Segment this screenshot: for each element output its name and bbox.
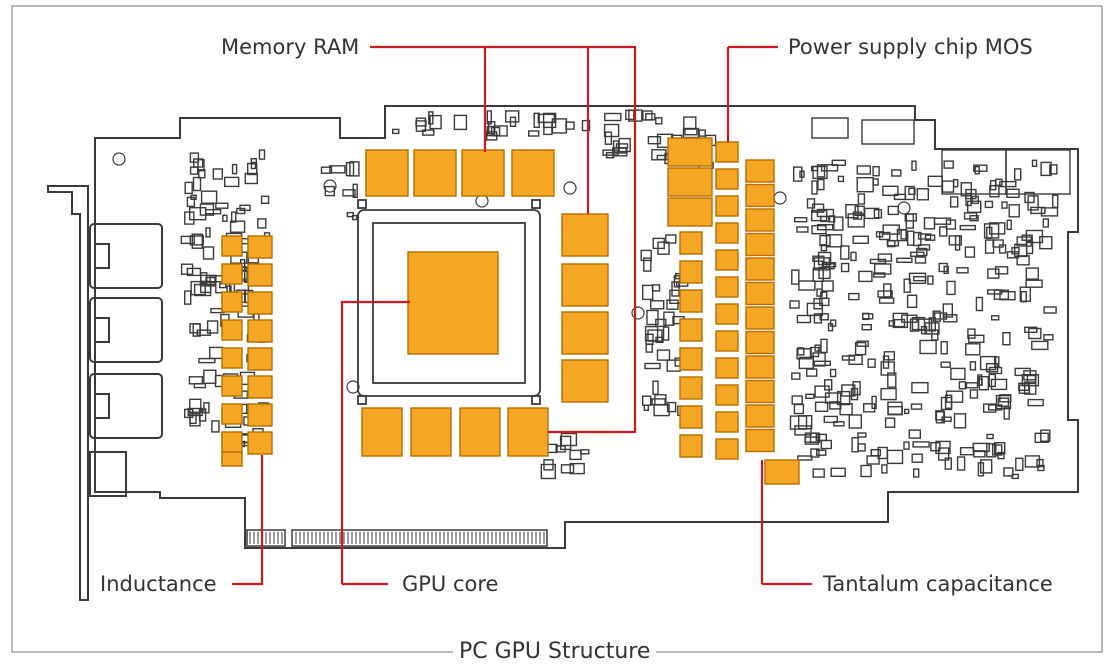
memory-chip <box>365 149 409 197</box>
mos-chip <box>679 405 703 429</box>
tantalum-label: Tantalum capacitance <box>823 572 1053 596</box>
mos-chip <box>715 276 739 298</box>
memory-chip <box>361 407 403 457</box>
inductor <box>247 291 273 315</box>
gpu-core-die <box>407 251 499 355</box>
inductor <box>247 403 273 427</box>
mos-chip <box>679 260 703 284</box>
inductor <box>247 431 273 455</box>
mos-chip <box>679 231 703 255</box>
inductor <box>221 291 243 313</box>
inductor <box>247 319 273 343</box>
mos-chip <box>715 303 739 325</box>
tantalum-capacitor <box>745 306 775 330</box>
mos-chip <box>679 318 703 342</box>
tantalum-capacitor <box>745 183 775 208</box>
memory-chip <box>561 213 609 257</box>
pcie-connector <box>246 529 548 547</box>
tantalum-capacitor <box>745 428 775 453</box>
memory-chip <box>561 263 609 307</box>
mos-chip <box>715 357 739 379</box>
mos-chip <box>715 384 739 406</box>
inductor <box>221 263 243 285</box>
tantalum-capacitor <box>745 257 775 281</box>
inductor <box>221 319 243 341</box>
mos-chip <box>715 438 739 460</box>
inductor <box>221 347 243 369</box>
gpu-core-leader <box>340 300 410 586</box>
tantalum-capacitor <box>745 404 775 428</box>
gpu-core-label: GPU core <box>402 572 499 596</box>
mos-chip <box>679 289 703 313</box>
inductance-label: Inductance <box>100 572 217 596</box>
memory-leader <box>370 45 637 434</box>
memory-chip <box>410 407 452 457</box>
mos-chip <box>715 141 739 163</box>
tantalum-capacitor <box>745 379 775 404</box>
memory-chip <box>459 407 501 457</box>
power-block <box>667 137 713 167</box>
tantalum-capacitor <box>745 232 775 257</box>
mos-chip <box>715 195 739 217</box>
memory-chip <box>561 311 609 355</box>
tantalum-capacitor <box>745 159 775 183</box>
tantalum-capacitor <box>764 459 800 485</box>
inductor <box>221 451 243 467</box>
mos-chip <box>715 249 739 271</box>
power-block <box>667 197 713 227</box>
memory-chip <box>561 359 609 403</box>
inductor <box>221 431 243 453</box>
inductor <box>247 235 273 259</box>
tantalum-leader <box>760 460 812 586</box>
mos-chip <box>679 434 703 458</box>
memory-ram-label: Memory RAM <box>221 35 360 59</box>
inductor <box>221 375 243 397</box>
io-bracket <box>47 185 163 601</box>
diagram-title: PC GPU Structure <box>453 640 657 664</box>
tantalum-capacitor <box>745 355 775 379</box>
inductance-leader <box>232 455 264 586</box>
power-supply-label: Power supply chip MOS <box>788 35 1033 59</box>
leader-lines <box>232 45 812 586</box>
inductor <box>247 263 273 287</box>
mos-chip <box>715 168 739 190</box>
power-leader <box>726 45 778 142</box>
inductor <box>247 347 273 371</box>
power-block <box>667 167 713 197</box>
tantalum-capacitor <box>745 281 775 306</box>
small-components <box>112 109 1071 480</box>
memory-chip <box>511 149 555 197</box>
mos-chip <box>679 347 703 371</box>
inductor <box>221 235 243 257</box>
memory-chip <box>507 407 549 457</box>
mos-chip <box>715 330 739 352</box>
tantalum-capacitor <box>745 208 775 232</box>
inductor <box>221 403 243 425</box>
mos-chip <box>715 222 739 244</box>
components <box>221 137 800 485</box>
memory-chip <box>413 149 457 197</box>
memory-chip <box>461 149 505 197</box>
mos-chip <box>679 376 703 400</box>
mos-chip <box>715 411 739 433</box>
tantalum-capacitor <box>745 330 775 355</box>
inductor <box>247 375 273 399</box>
